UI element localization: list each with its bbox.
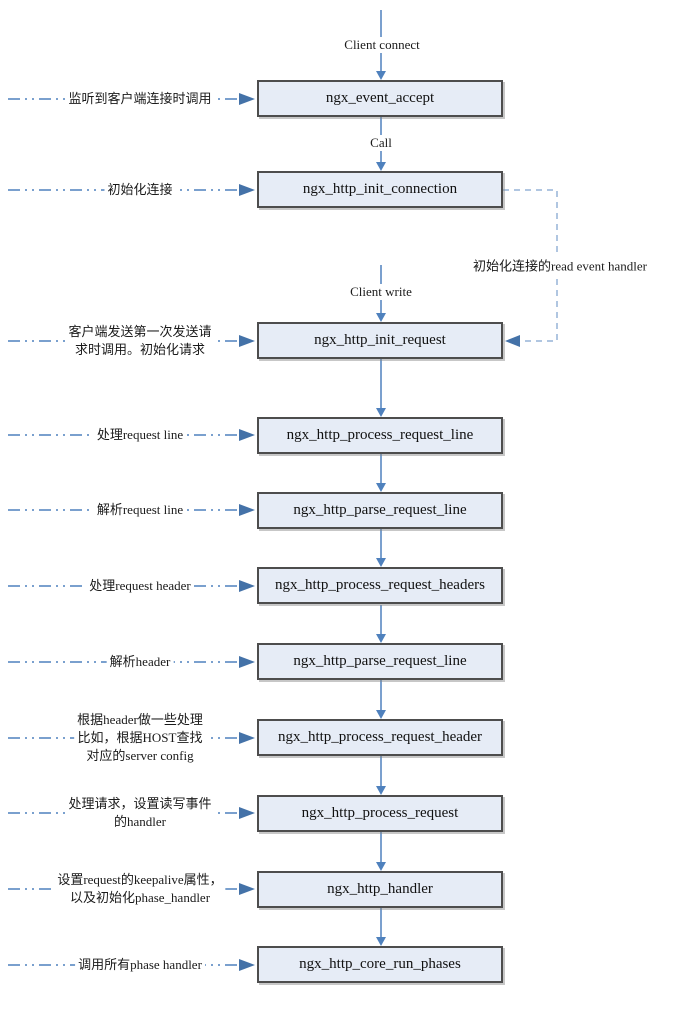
vertical-arrowheads (376, 71, 386, 946)
annotation-4: 处理request line (93, 426, 187, 444)
label-call: Call (368, 135, 394, 151)
annotation-9-line-2: 的handler (114, 814, 166, 829)
node-ngx-http-handler: ngx_http_handler (257, 871, 503, 908)
read-event-handler-path (503, 189, 558, 342)
node-ngx-http-process-request-headers: ngx_http_process_request_headers (257, 567, 503, 604)
label-client-write: Client write (348, 284, 414, 300)
annotation-3-line-2: 求时调用。初始化请求 (74, 342, 206, 357)
annotation-5-line-1: 解析request line (96, 502, 184, 517)
annotation-3-line-1: 客户端发送第一次发送请 (68, 324, 212, 339)
annotation-1: 监听到客户端连接时调用 (65, 90, 215, 108)
annotation-10-line-2: 以及初始化phase_handler (69, 890, 211, 905)
node-ngx-http-process-request-header: ngx_http_process_request_header (257, 719, 503, 756)
node-ngx-http-parse-request-line: ngx_http_parse_request_line (257, 492, 503, 529)
annotation-8-line-2: 比如，根据HOST查找 (77, 730, 203, 745)
annotation-arrowheads (239, 93, 255, 971)
annotation-9-line-1: 处理请求，设置读写事件 (68, 796, 212, 811)
annotation-leader-lines (8, 98, 238, 966)
annotation-2: 初始化连接 (104, 181, 176, 199)
annotation-10: 设置request的keepalive属性， 以及初始化phase_handle… (54, 871, 226, 907)
annotation-2-line-1: 初始化连接 (107, 182, 173, 197)
annotation-8-line-1: 根据header做一些处理 (77, 712, 203, 727)
annotation-3: 客户端发送第一次发送请 求时调用。初始化请求 (65, 323, 215, 359)
node-ngx-http-core-run-phases: ngx_http_core_run_phases (257, 946, 503, 983)
annotation-8: 根据header做一些处理 比如，根据HOST查找 对应的server conf… (74, 711, 206, 765)
label-client-connect: Client connect (342, 37, 422, 53)
node-ngx-event-accept: ngx_event_accept (257, 80, 503, 117)
node-ngx-http-parse-request-line-2: ngx_http_parse_request_line (257, 643, 503, 680)
node-ngx-http-init-request: ngx_http_init_request (257, 322, 503, 359)
label-read-event-handler: 初始化连接的read event handler (470, 255, 650, 275)
annotation-7: 解析header (106, 653, 174, 671)
annotation-6: 处理request header (86, 577, 194, 595)
annotation-9: 处理请求，设置读写事件 的handler (65, 795, 215, 831)
annotation-6-line-1: 处理request header (89, 578, 191, 593)
annotation-7-line-1: 解析header (109, 654, 171, 669)
read-event-handler-arrowhead (505, 335, 520, 347)
annotation-1-line-1: 监听到客户端连接时调用 (68, 91, 212, 106)
annotation-8-line-3: 对应的server config (86, 748, 194, 763)
annotation-10-line-1: 设置request的keepalive属性， (57, 872, 223, 887)
node-ngx-http-init-connection: ngx_http_init_connection (257, 171, 503, 208)
annotation-11: 调用所有phase handler (75, 956, 205, 974)
annotation-11-line-1: 调用所有phase handler (78, 957, 202, 972)
node-ngx-http-process-request: ngx_http_process_request (257, 795, 503, 832)
annotation-5: 解析request line (93, 501, 187, 519)
node-ngx-http-process-request-line: ngx_http_process_request_line (257, 417, 503, 454)
annotation-4-line-1: 处理request line (96, 427, 184, 442)
